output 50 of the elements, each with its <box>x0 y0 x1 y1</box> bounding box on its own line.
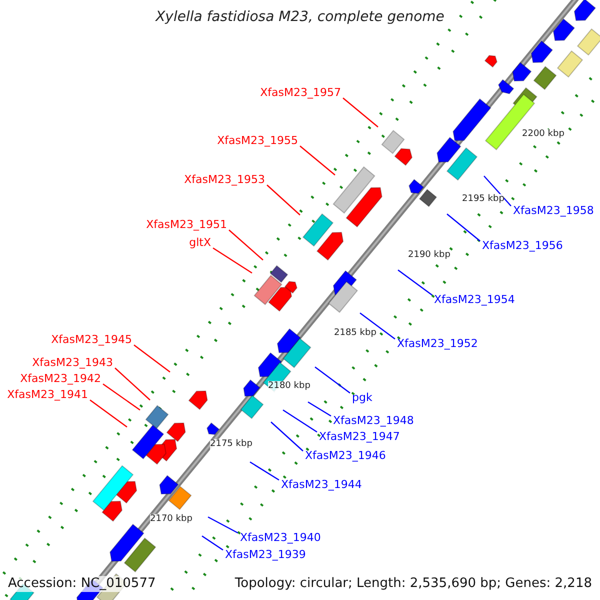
scale-label: 2180 kbp <box>268 381 310 392</box>
scale-label: 2200 kbp <box>522 129 564 140</box>
footer-text: Accession: NC_010577 <box>6 576 158 592</box>
gene-label: XfasM23_1952 <box>397 337 478 351</box>
gene-label: XfasM23_1955 <box>217 134 298 148</box>
gene-label: XfasM23_1941 <box>7 388 88 402</box>
gene-label: XfasM23_1940 <box>240 531 321 545</box>
leader-line <box>266 184 300 216</box>
gene-label: XfasM23_1945 <box>51 333 132 347</box>
gene-label: XfasM23_1956 <box>482 239 563 253</box>
gene-label: XfasM23_1946 <box>305 449 386 463</box>
gene-label: XfasM23_1943 <box>32 356 113 370</box>
leader-line <box>314 366 350 394</box>
gene-label: XfasM23_1948 <box>333 414 414 428</box>
leader-line <box>300 146 336 176</box>
gene-label: XfasM23_1939 <box>225 548 306 562</box>
gene-label: XfasM23_1954 <box>434 293 515 307</box>
leader-line <box>250 462 280 480</box>
gene-label: XfasM23_1958 <box>513 204 594 218</box>
leader-line <box>308 401 332 417</box>
scale-label: 2185 kbp <box>334 328 376 339</box>
gene-label: XfasM23_1957 <box>260 86 341 100</box>
leader-line <box>102 384 140 410</box>
gene-label: XfasM23_1947 <box>319 430 400 444</box>
footer-text: Topology: circular; Length: 2,535,690 bp; Genes: 2,218 <box>232 576 594 592</box>
gene-label: XfasM23_1953 <box>184 173 265 187</box>
leader-line <box>398 270 432 296</box>
leader-line <box>90 400 128 428</box>
gene-label: gltX <box>189 236 211 250</box>
gene-label: XfasM23_1944 <box>281 478 362 492</box>
scale-label: 2190 kbp <box>408 250 450 261</box>
leader-line <box>360 312 396 340</box>
leader-line <box>114 368 150 400</box>
leader-line <box>212 248 252 274</box>
leader-line <box>342 98 378 128</box>
leader-line <box>208 516 238 534</box>
leader-line <box>134 344 170 372</box>
title: Xylella fastidiosa M23, complete genome <box>154 9 446 25</box>
leader-line <box>228 230 264 260</box>
scale-label: 2170 kbp <box>150 514 192 525</box>
leader-line <box>484 176 512 206</box>
leader-line <box>446 214 480 242</box>
leader-line <box>202 536 224 550</box>
scale-label: 2175 kbp <box>210 439 252 450</box>
gene-label: XfasM23_1951 <box>146 218 227 232</box>
gene-label: pgk <box>352 391 372 405</box>
leader-line <box>270 422 304 452</box>
leader-line <box>282 410 318 432</box>
scale-label: 2195 kbp <box>462 194 504 205</box>
gene-label: XfasM23_1942 <box>20 372 101 386</box>
